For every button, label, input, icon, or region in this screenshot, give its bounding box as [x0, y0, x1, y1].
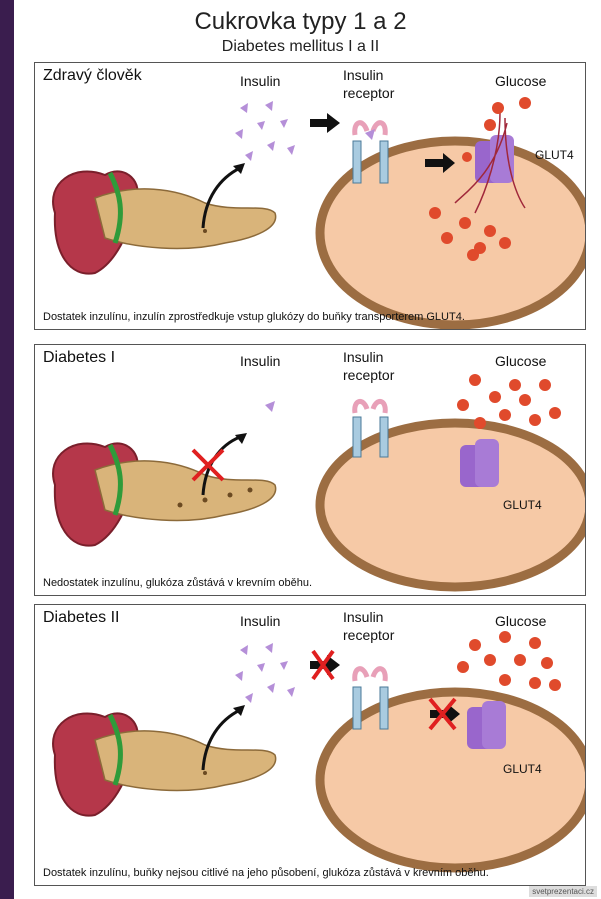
receptor-label-1: Insulin	[343, 349, 383, 366]
glut4-label: GLUT4	[503, 497, 542, 514]
glut4-label: GLUT4	[535, 147, 574, 164]
receptor-label-2: receptor	[343, 627, 394, 644]
watermark: svetprezentaci.cz	[529, 886, 597, 897]
panel-diabetes-2: Diabetes II Insulin Insulin receptor Glu…	[34, 604, 586, 886]
page-subtitle: Diabetes mellitus I a II	[0, 38, 601, 56]
glut4-label: GLUT4	[503, 761, 542, 778]
receptor-label-2: receptor	[343, 85, 394, 102]
panel-heading: Diabetes I	[43, 349, 115, 366]
receptor-label-1: Insulin	[343, 609, 383, 626]
panel-heading: Diabetes II	[43, 609, 119, 626]
panel-caption: Dostatek inzulínu, inzulín zprostředkuje…	[43, 311, 465, 323]
panel-caption: Nedostatek inzulínu, glukóza zůstává v k…	[43, 577, 312, 589]
insulin-label: Insulin	[240, 73, 280, 90]
insulin-label: Insulin	[240, 353, 280, 370]
healthy-diagram	[35, 63, 585, 329]
glucose-label: Glucose	[495, 613, 546, 630]
receptor-label-1: Insulin	[343, 67, 383, 84]
diabetes2-diagram	[35, 605, 585, 885]
panel-caption: Dostatek inzulínu, buňky nejsou citlivé …	[43, 867, 489, 879]
pancreas-illustration	[53, 171, 276, 273]
panel-heading: Zdravý člověk	[43, 67, 142, 84]
panel-diabetes-1: Diabetes I Insulin Insulin receptor Gluc…	[34, 344, 586, 596]
glucose-label: Glucose	[495, 353, 546, 370]
page-title: Cukrovka typy 1 a 2	[0, 8, 601, 36]
left-side-bar	[0, 0, 14, 899]
receptor-label-2: receptor	[343, 367, 394, 384]
diabetes1-diagram	[35, 345, 585, 595]
insulin-label: Insulin	[240, 613, 280, 630]
glucose-label: Glucose	[495, 73, 546, 90]
panel-healthy: Zdravý člověk Insulin Insulin receptor G…	[34, 62, 586, 330]
insulin-molecules	[235, 101, 295, 161]
